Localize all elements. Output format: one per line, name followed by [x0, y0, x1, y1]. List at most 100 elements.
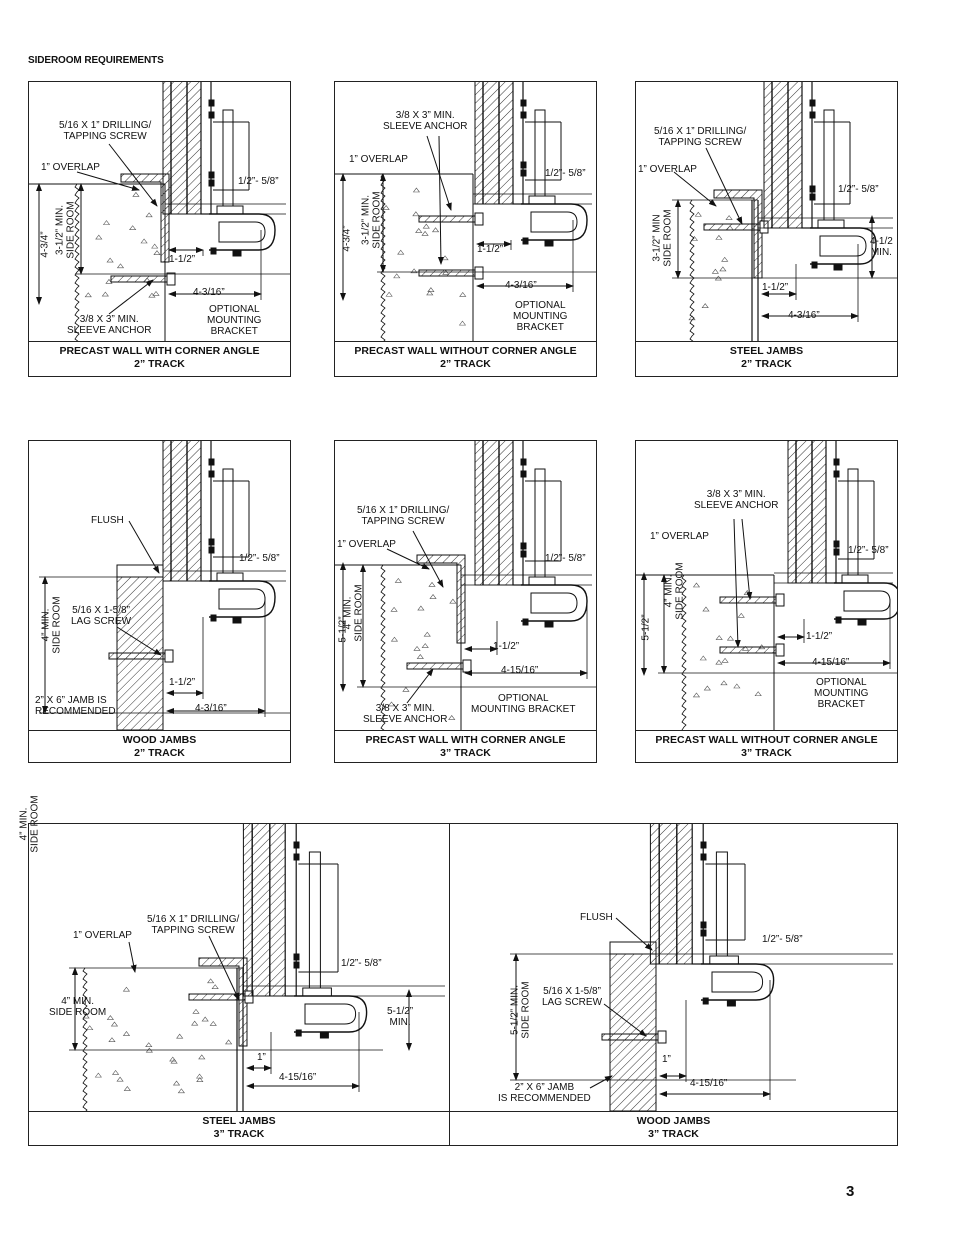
label-w2: 4-15/16”	[690, 1078, 728, 1089]
break-line	[681, 574, 687, 730]
label-overlap: 1” OVERLAP	[638, 164, 697, 175]
concrete-mark	[105, 278, 113, 284]
caption-line-1: WOOD JAMBS	[122, 734, 197, 746]
leader-line	[208, 935, 240, 1001]
bolt	[520, 111, 527, 119]
concrete-mark	[412, 211, 420, 217]
caption-line-2: 3” TRACK	[440, 747, 491, 759]
concrete-mark	[145, 212, 153, 218]
label-gap: 1/2”- 5/8”	[838, 184, 879, 195]
caption-line-2: 3” TRACK	[648, 1128, 699, 1140]
label-w2: 4-3/16”	[193, 287, 225, 298]
concrete-mark	[412, 187, 421, 193]
anchor-nut	[775, 593, 785, 607]
concrete-mark	[385, 291, 393, 297]
track-profile	[521, 203, 588, 241]
bolt	[809, 193, 816, 201]
concrete-mark	[140, 238, 148, 244]
leader-line	[386, 548, 430, 570]
page-heading: SIDEROOM REQUIREMENTS	[28, 55, 164, 66]
concrete-mark	[122, 1031, 131, 1036]
label-w1: 1-1/2”	[493, 641, 520, 652]
label-w2: 4-3/16”	[505, 280, 537, 291]
roller-stem	[715, 851, 728, 969]
bolt	[833, 540, 840, 548]
label-w2: 4-15/16”	[812, 657, 850, 668]
label-height: 5-1/2”	[640, 613, 652, 641]
label-anchor: 3/8 X 3” MIN.SLEEVE ANCHOR	[67, 314, 152, 336]
roller-axle	[302, 987, 332, 997]
bolt	[520, 550, 527, 558]
concrete-mark	[390, 606, 398, 612]
concrete-mark	[458, 320, 467, 326]
concrete-mark	[699, 655, 707, 661]
label-w2: 4-15/16”	[279, 1072, 317, 1083]
track-bolt	[726, 999, 736, 1007]
bolt	[700, 841, 707, 849]
label-gap: 1/2”- 5/8”	[762, 934, 803, 945]
leader-line	[589, 1075, 613, 1089]
leader-line	[705, 147, 743, 225]
detail-drawing	[69, 824, 445, 1111]
roller-stem	[222, 109, 234, 219]
caption-line-1: PRECAST WALL WITH CORNER ANGLE	[365, 734, 566, 746]
concrete-mark	[191, 1020, 199, 1026]
panel-divider	[449, 823, 450, 1146]
caption-line-1: PRECAST WALL WITHOUT CORNER ANGLE	[655, 734, 878, 746]
concrete-mark	[725, 215, 733, 220]
concrete-mark	[94, 1072, 102, 1078]
roller-stem	[823, 109, 835, 233]
concrete-mark	[737, 612, 745, 618]
concrete-mark	[153, 250, 161, 255]
label-flush: FLUSH	[580, 912, 613, 923]
break-line	[689, 199, 695, 341]
concrete-mark	[720, 680, 728, 686]
concrete-mark	[449, 598, 457, 604]
concrete-mark	[431, 227, 440, 233]
bolt	[208, 111, 215, 119]
bolt	[208, 470, 215, 478]
detail-drawing	[335, 82, 596, 341]
concrete-mark	[101, 291, 109, 297]
bolt	[208, 538, 215, 546]
concrete-mark	[394, 577, 402, 583]
label-anchor: 3/8 X 3” MIN.SLEEVE ANCHOR	[694, 489, 779, 511]
caption-line-1: WOOD JAMBS	[636, 1115, 711, 1127]
concrete-mark	[459, 291, 467, 297]
concrete-mark	[211, 984, 219, 990]
roller-axle	[528, 576, 556, 586]
concrete-mark	[415, 228, 423, 233]
roller-axle	[709, 955, 739, 965]
concrete-mark	[95, 234, 103, 240]
label-overlap: 1” OVERLAP	[650, 531, 709, 542]
label-w1: 1”	[662, 1054, 671, 1065]
concrete-mark	[426, 290, 434, 296]
leader-line	[426, 135, 452, 211]
label-screw: 5/16 X 1” DRILLING/TAPPING SCREW	[59, 120, 152, 142]
roller-wheel	[711, 971, 764, 993]
caption-line-2: 2” TRACK	[741, 358, 792, 370]
track-bolt	[210, 247, 217, 255]
panel-caption: STEEL JAMBS 2” TRACK	[636, 341, 897, 376]
concrete-mark	[719, 266, 727, 272]
sleeve-anchor	[719, 596, 779, 604]
concrete-mark	[86, 1025, 94, 1031]
concrete-mark	[225, 1039, 233, 1045]
concrete-mark	[148, 292, 156, 298]
concrete-mark	[390, 636, 399, 642]
concrete-mark	[421, 230, 429, 236]
panel-caption: PRECAST WALL WITH CORNER ANGLE 3” TRACK	[335, 730, 596, 762]
bolt	[809, 111, 816, 119]
label-w1: 1-1/2”	[169, 677, 196, 688]
panel-precast-no-corner-3in: PRECAST WALL WITHOUT CORNER ANGLE 3” TRA…	[635, 440, 898, 763]
page-number: 3	[846, 1183, 855, 1200]
concrete-mark	[417, 605, 425, 611]
detail-drawing	[636, 441, 897, 730]
concrete-mark	[754, 691, 762, 697]
door-section	[763, 82, 805, 229]
